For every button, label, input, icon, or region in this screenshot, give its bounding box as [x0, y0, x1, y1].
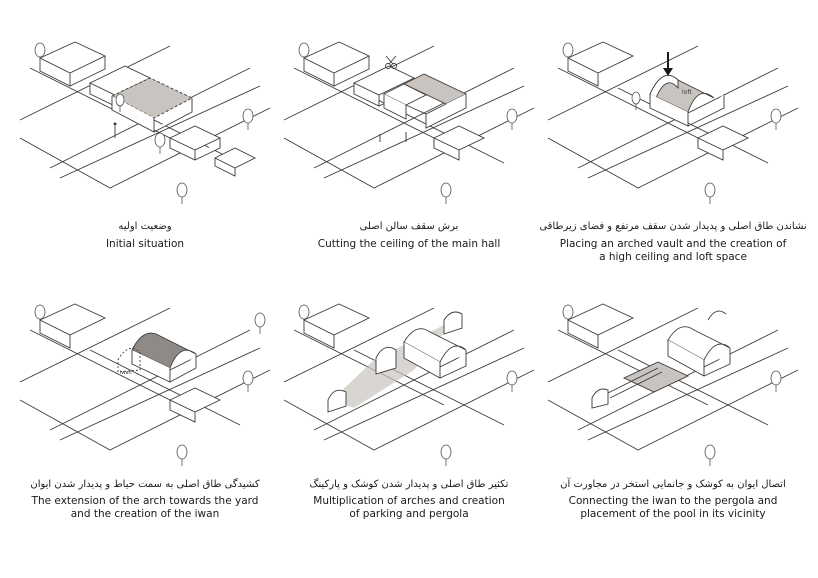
vault-house: loft	[649, 74, 725, 127]
arch-front	[375, 346, 397, 375]
panel-connecting-iwan: اتصال ایوان به کوشک و جانمایی استخر در م…	[547, 290, 799, 530]
scissors-icon	[385, 55, 397, 69]
caption-en-1: Initial situation	[105, 238, 185, 250]
pool	[622, 361, 690, 393]
diagram-multiplication	[283, 303, 535, 466]
caption-fa-6: اتصال ایوان به کوشک و جانمایی استخر در م…	[560, 479, 786, 490]
person-icon	[113, 122, 117, 138]
caption-fa-2: برش سقف سالن اصلی	[359, 221, 459, 232]
caption-en-6: Connecting the iwan to the pergola and p…	[568, 495, 778, 520]
loft-label: loft	[682, 89, 692, 96]
site-lines	[19, 307, 271, 451]
panel-initial-situation: وضعیت اولیه Initial situation	[19, 28, 271, 268]
caption-fa-3: نشاندن طاق اصلی و پدیدار شدن سقف مرتفع و…	[539, 221, 807, 232]
vault-house: iwan	[117, 332, 197, 383]
panel-arched-vault: loft نشاندن طاق اصلی و پدیدار شدن سقف مر…	[539, 28, 807, 268]
diagram-iwan: iwan	[19, 303, 271, 466]
neighbour-blocks	[566, 41, 750, 161]
caption-en-5: Multiplication of arches and creation of…	[313, 495, 505, 520]
panel-iwan: iwan کشیدگی طاق اصلی به سمت حیاط و پدیدا…	[19, 290, 271, 530]
arch-pergola	[443, 311, 463, 335]
panel-cutting-ceiling: برش سقف سالن اصلی Cutting the ceiling of…	[283, 28, 535, 268]
caption-en-3: Placing an arched vault and the creation…	[559, 238, 787, 263]
tree-icons	[298, 42, 518, 204]
diagram-cutting-ceiling	[283, 41, 535, 204]
arch-parking	[327, 389, 347, 413]
pergola-link	[591, 367, 663, 409]
tree-icons	[34, 304, 266, 466]
iwan-label: iwan	[120, 370, 132, 376]
tree-icons	[298, 304, 518, 466]
caption-fa-4: کشیدگی طاق اصلی به سمت حیاط و پدیدار شدن…	[30, 479, 260, 490]
tree-icons	[34, 42, 254, 204]
diagram-arched-vault: loft	[547, 41, 799, 204]
arch-main	[667, 326, 731, 377]
main-house	[110, 77, 194, 133]
neighbour-blocks	[38, 303, 222, 423]
tree-icons	[562, 42, 782, 204]
caption-en-2: Cutting the ceiling of the main hall	[317, 238, 501, 250]
tree-icons	[562, 304, 782, 466]
caption-en-4: The extension of the arch towards the ya…	[31, 495, 259, 520]
diagram-connecting-iwan	[547, 303, 799, 466]
arch-pergola	[707, 310, 727, 321]
panel-multiplication: تکثیر طاق اصلی و پدیدار شدن کوشک و پارکی…	[283, 290, 535, 530]
diagram-initial-situation	[19, 41, 271, 204]
person-icon	[379, 132, 407, 142]
neighbour-blocks	[566, 303, 635, 349]
caption-fa-5: تکثیر طاق اصلی و پدیدار شدن کوشک و پارکی…	[309, 479, 509, 490]
main-house	[382, 73, 468, 129]
neighbour-blocks	[302, 303, 371, 349]
caption-fa-1: وضعیت اولیه	[118, 221, 172, 232]
arrow-down-icon	[663, 52, 673, 76]
arch-main	[403, 328, 467, 379]
